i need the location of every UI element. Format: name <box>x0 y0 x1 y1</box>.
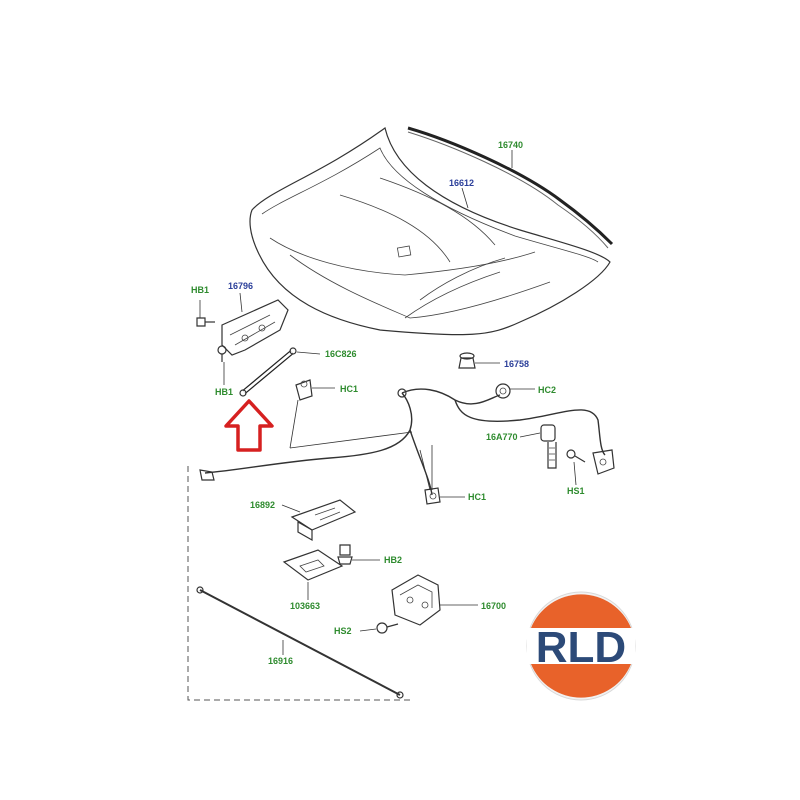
cable-clip-top <box>295 379 313 401</box>
up-arrow-icon <box>224 399 274 452</box>
rld-logo: RLD <box>526 591 636 701</box>
label-hc2: HC2 <box>538 385 556 395</box>
latch-bracket <box>391 574 441 626</box>
hood-release-cable <box>196 586 404 699</box>
label-16700: 16700 <box>481 601 506 611</box>
label-16c826: 16C826 <box>325 349 357 359</box>
assembly-boundary <box>187 466 412 701</box>
label-16740: 16740 <box>498 140 523 150</box>
hood-hinge <box>221 299 289 356</box>
logo-text: RLD <box>536 623 626 672</box>
striker-plate <box>282 549 344 581</box>
screw-hs1 <box>566 449 586 463</box>
label-16892: 16892 <box>250 500 275 510</box>
cable-clip-bottom <box>424 487 441 505</box>
hood-latch-actuator <box>540 424 557 469</box>
label-hc1-bottom: HC1 <box>468 492 486 502</box>
hood-gas-strut <box>239 347 297 397</box>
leader-lines <box>199 150 577 655</box>
label-hc1-top: HC1 <box>340 384 358 394</box>
cable-clip-hc2 <box>495 383 511 399</box>
hood-seal <box>407 126 614 249</box>
hood-bumper <box>458 352 476 369</box>
label-hs1: HS1 <box>567 486 585 496</box>
label-103663: 103663 <box>290 601 320 611</box>
label-16612: 16612 <box>449 178 474 188</box>
hood-panel <box>249 126 611 336</box>
latch-bolt-hb2 <box>337 544 353 565</box>
label-hb2: HB2 <box>384 555 402 565</box>
label-16a770: 16A770 <box>486 432 518 442</box>
label-hb1-bottom: HB1 <box>215 387 233 397</box>
screw-hs2 <box>376 622 399 634</box>
label-16758: 16758 <box>504 359 529 369</box>
hinge-bolt-bottom <box>217 345 227 362</box>
label-16796: 16796 <box>228 281 253 291</box>
hood-latch <box>290 499 357 542</box>
release-cable-routing <box>199 388 606 496</box>
label-hb1-top: HB1 <box>191 285 209 295</box>
label-hs2: HS2 <box>334 626 352 636</box>
part-labels: 16740 16612 16758 16796 HB1 HB1 16C826 H… <box>191 140 585 666</box>
label-16916: 16916 <box>268 656 293 666</box>
secondary-latch-right <box>592 449 615 475</box>
hinge-bolt-top <box>196 317 215 327</box>
